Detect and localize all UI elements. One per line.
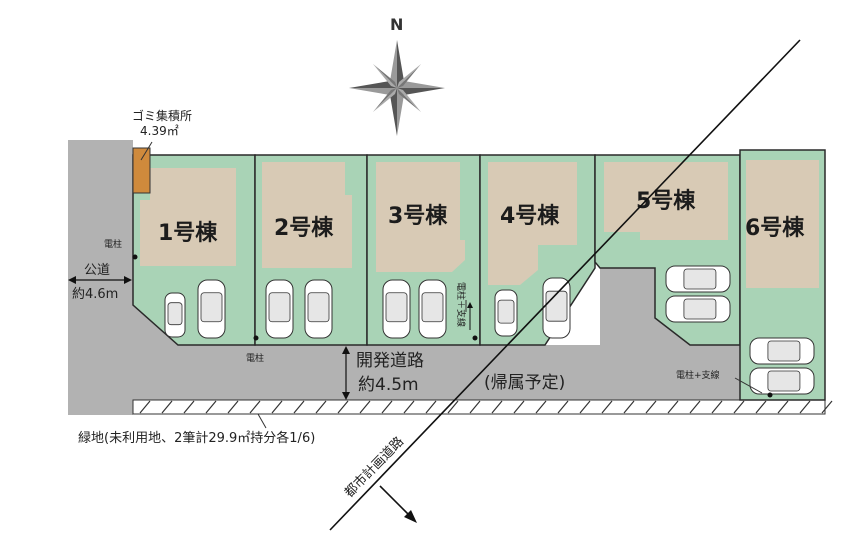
hatch-line <box>623 400 635 414</box>
hatch-line <box>139 400 151 414</box>
car-icon <box>164 292 186 338</box>
garbage-leader <box>140 141 153 161</box>
parking-cars-vertical <box>164 277 571 339</box>
car-icon <box>382 279 411 339</box>
car-icon <box>542 277 571 339</box>
hatch-line <box>161 400 173 414</box>
house-6 <box>746 160 819 288</box>
public-road-width: 約4.6m <box>72 287 118 302</box>
house-1 <box>150 168 236 266</box>
hatch-line <box>227 400 239 414</box>
hatch-line <box>799 400 811 414</box>
lot-label-2: 2号棟 <box>274 215 334 241</box>
hatch-line <box>579 400 591 414</box>
car-icon <box>197 279 226 339</box>
compass-north-label: N <box>390 15 403 34</box>
public-road-label: 公道 <box>84 263 110 278</box>
hatch-line <box>425 400 437 414</box>
hatch-line <box>183 400 195 414</box>
hatch-line <box>337 400 349 414</box>
hatch-line <box>645 400 657 414</box>
hatch-line <box>601 400 613 414</box>
house-2 <box>262 162 352 268</box>
car-icon <box>304 279 333 339</box>
hatch-line <box>403 400 415 414</box>
hatch-line <box>711 400 723 414</box>
hatch-line <box>733 400 745 414</box>
hatch-line <box>447 400 459 414</box>
hatch-line <box>667 400 679 414</box>
hatch-line <box>315 400 327 414</box>
hatch-line <box>755 400 767 414</box>
car-icon <box>265 279 294 339</box>
development-road <box>133 268 740 400</box>
hatch-line <box>205 400 217 414</box>
dev-road-label: 開発道路 <box>356 351 424 371</box>
hatch-line <box>821 400 833 414</box>
garbage-area <box>132 147 151 194</box>
compass-rose-icon <box>349 40 445 136</box>
hatch-line <box>557 400 569 414</box>
pole-stay-right <box>767 392 773 398</box>
hatch-line <box>249 400 261 414</box>
hatch-line <box>535 400 547 414</box>
lot-label-3: 3号棟 <box>388 203 448 229</box>
dev-road-note: (帰属予定) <box>484 373 565 393</box>
pole-stay-vertical <box>472 335 478 341</box>
hatch-line <box>381 400 393 414</box>
dev-road-width: 約4.5m <box>358 375 419 395</box>
hatch-line <box>777 400 789 414</box>
pole-stay-right-label: 電柱+支線 <box>676 369 720 381</box>
car-icon <box>418 279 447 339</box>
pole-bottom <box>253 335 259 341</box>
house-4 <box>488 162 577 285</box>
car-icon <box>749 367 815 395</box>
hatch-line <box>469 400 481 414</box>
parking-cars-horizontal <box>665 265 815 395</box>
lot-1 <box>132 154 256 346</box>
garbage-area-value: 4.39㎡ <box>140 124 179 138</box>
house-3 <box>376 162 465 272</box>
planned-road-line <box>329 39 801 531</box>
green-strip <box>132 399 826 415</box>
hatch-line <box>359 400 371 414</box>
green-land-label: 緑地(未利用地、2筆計29.9㎡持分各1/6) <box>78 430 315 446</box>
public-road <box>68 140 133 415</box>
car-icon <box>749 337 815 365</box>
lot-label-6: 6号棟 <box>745 215 805 241</box>
car-icon <box>494 289 518 337</box>
hatch-line <box>491 400 503 414</box>
pole-stay-vertical-label: 電柱＋支線 <box>455 282 467 327</box>
car-icon <box>665 295 731 323</box>
hatch-line <box>293 400 305 414</box>
lot-label-4: 4号棟 <box>500 203 560 229</box>
pole-bottom-label: 電柱 <box>246 352 264 364</box>
green-strip-hatching <box>139 400 833 414</box>
hatch-line <box>689 400 701 414</box>
hatch-line <box>271 400 283 414</box>
hatch-line <box>513 400 525 414</box>
garbage-label: ゴミ集積所 <box>132 108 192 123</box>
planned-road-arrow <box>379 485 413 519</box>
car-icon <box>665 265 731 293</box>
pole-left-label: 電柱 <box>104 238 122 250</box>
pole-left <box>132 254 138 260</box>
lot-label-1: 1号棟 <box>158 220 218 246</box>
planned-road-label: 都市計画道路 <box>341 434 407 501</box>
house-5 <box>604 162 728 240</box>
